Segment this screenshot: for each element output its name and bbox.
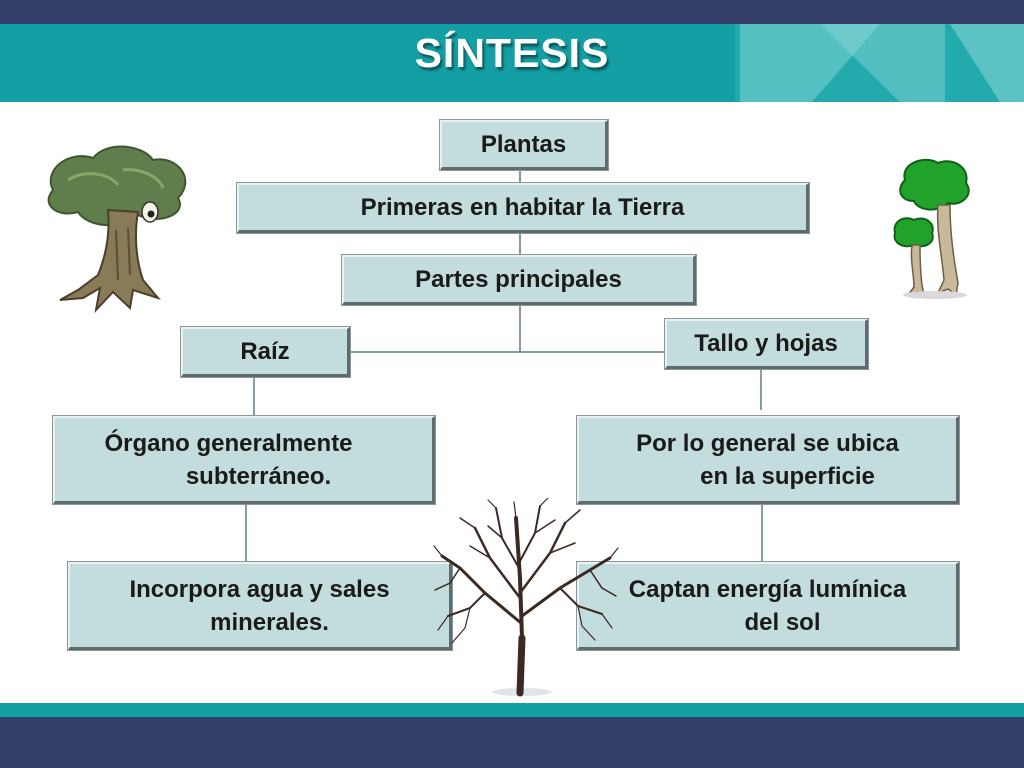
node-tallo-label: Tallo y hojas [694, 329, 838, 357]
node-plantas-label: Plantas [480, 130, 567, 158]
node-primeras-label: Primeras en habitar la Tierra [360, 193, 685, 221]
bare-tree-icon [433, 498, 619, 697]
node-tallo: Tallo y hojas [664, 318, 869, 370]
node-incorpora: Incorpora agua y sales minerales. [67, 561, 453, 651]
cartoon-trees-right-icon [893, 158, 970, 299]
node-organo-line2: subterráneo. [185, 462, 332, 490]
header-decoration [735, 24, 1024, 102]
node-ubica-line2: en la superficie [700, 462, 875, 490]
node-captan-line1: Captan energía lumínica [628, 575, 907, 603]
footer-band [0, 717, 1024, 768]
node-ubica-line1: Por lo general se ubica [636, 429, 899, 457]
node-raiz-label: Raíz [240, 337, 290, 365]
node-organo: Órgano generalmente subterráneo. [52, 415, 436, 505]
node-ubica: Por lo general se ubica en la superficie [576, 415, 960, 505]
node-primeras: Primeras en habitar la Tierra [236, 182, 810, 234]
footer-teal-band [0, 703, 1024, 717]
header-top-band [0, 0, 1024, 24]
node-captan-line2: del sol [744, 608, 821, 636]
node-organo-line1: Órgano generalmente [104, 429, 353, 457]
node-partes: Partes principales [341, 254, 697, 306]
node-raiz: Raíz [180, 326, 351, 378]
node-partes-label: Partes principales [415, 265, 622, 293]
slide-title: SÍNTESIS [414, 30, 610, 76]
node-incorpora-line2: minerales. [210, 608, 329, 636]
cartoon-tree-left-icon [47, 145, 187, 314]
node-plantas: Plantas [439, 119, 609, 171]
node-incorpora-line1: Incorpora agua y sales [129, 575, 390, 603]
header-band [0, 24, 1024, 102]
node-captan: Captan energía lumínica del sol [576, 561, 960, 651]
